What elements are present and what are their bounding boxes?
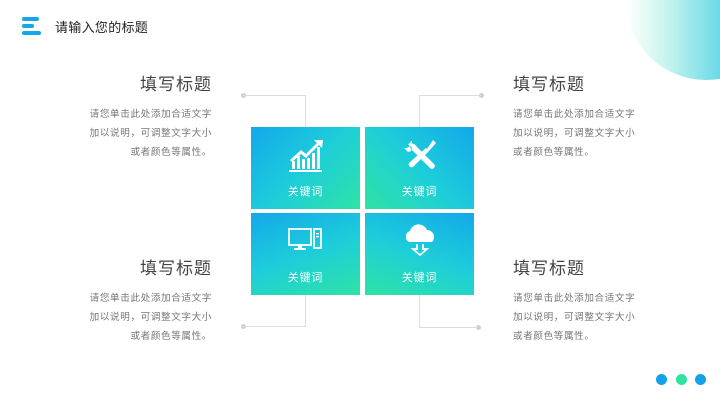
menu-bars-icon: [22, 16, 42, 36]
desktop-computer-icon: [287, 228, 322, 250]
corner-gradient-circle: [626, 0, 720, 80]
block-heading: 填写标题: [140, 75, 212, 95]
connector-dot: [476, 325, 481, 330]
block-description: 请您单击此处添加合适文字 加以说明，可调整文字大小 或者颜色等属性。: [513, 289, 673, 346]
page-title[interactable]: 请输入您的标题: [55, 21, 149, 36]
block-description: 请您单击此处添加合适文字 加以说明，可调整文字大小 或者颜色等属性。: [513, 105, 673, 162]
cloud-download-icon: [405, 224, 434, 257]
desc-line: 或者颜色等属性。: [513, 331, 595, 342]
block-heading: 填写标题: [513, 75, 585, 95]
desc-line: 或者颜色等属性。: [130, 147, 212, 158]
tile-label: 关键词: [287, 185, 324, 198]
text-block-top-left[interactable]: 填写标题 请您单击此处添加合适文字 加以说明，可调整文字大小 或者颜色等属性。: [52, 74, 212, 162]
connector-line: [419, 295, 420, 327]
keyword-tile-computer[interactable]: 关键词: [251, 213, 360, 295]
pager-dot-2[interactable]: [676, 374, 687, 385]
desc-line: 请您单击此处添加合适文字: [89, 109, 212, 120]
block-heading: 填写标题: [140, 259, 212, 279]
desc-line: 或者颜色等属性。: [130, 331, 212, 342]
desc-line: 加以说明，可调整文字大小: [89, 128, 212, 139]
connector-line: [243, 95, 305, 96]
connector-line: [419, 95, 481, 96]
connector-line: [243, 326, 306, 327]
growth-chart-icon: [288, 140, 323, 172]
desc-line: 加以说明，可调整文字大小: [89, 312, 212, 323]
desc-line: 请您单击此处添加合适文字: [513, 109, 636, 120]
connector-line: [305, 295, 306, 326]
desc-line: 加以说明，可调整文字大小: [513, 128, 636, 139]
pager-dot-3[interactable]: [695, 374, 706, 385]
desc-line: 或者颜色等属性。: [513, 147, 595, 158]
tools-icon: [403, 140, 436, 169]
connector-dot: [479, 93, 484, 98]
pager-dot-1[interactable]: [656, 374, 667, 385]
block-description: 请您单击此处添加合适文字 加以说明，可调整文字大小 或者颜色等属性。: [52, 105, 212, 162]
desc-line: 请您单击此处添加合适文字: [89, 293, 212, 304]
desc-line: 请您单击此处添加合适文字: [513, 293, 636, 304]
tile-label: 关键词: [401, 271, 438, 284]
keyword-tile-tools[interactable]: 关键词: [365, 127, 474, 209]
tile-label: 关键词: [287, 271, 324, 284]
tile-label: 关键词: [401, 185, 438, 198]
text-block-bottom-left[interactable]: 填写标题 请您单击此处添加合适文字 加以说明，可调整文字大小 或者颜色等属性。: [52, 258, 212, 346]
desc-line: 加以说明，可调整文字大小: [513, 312, 636, 323]
block-description: 请您单击此处添加合适文字 加以说明，可调整文字大小 或者颜色等属性。: [52, 289, 212, 346]
keyword-tile-cloud[interactable]: 关键词: [365, 213, 474, 295]
connector-line: [305, 95, 306, 127]
keyword-tile-growth[interactable]: 关键词: [251, 127, 360, 209]
connector-line: [419, 327, 478, 328]
text-block-bottom-right[interactable]: 填写标题 请您单击此处添加合适文字 加以说明，可调整文字大小 或者颜色等属性。: [513, 258, 673, 346]
connector-line: [419, 95, 420, 127]
text-block-top-right[interactable]: 填写标题 请您单击此处添加合适文字 加以说明，可调整文字大小 或者颜色等属性。: [513, 74, 673, 162]
block-heading: 填写标题: [513, 259, 585, 279]
